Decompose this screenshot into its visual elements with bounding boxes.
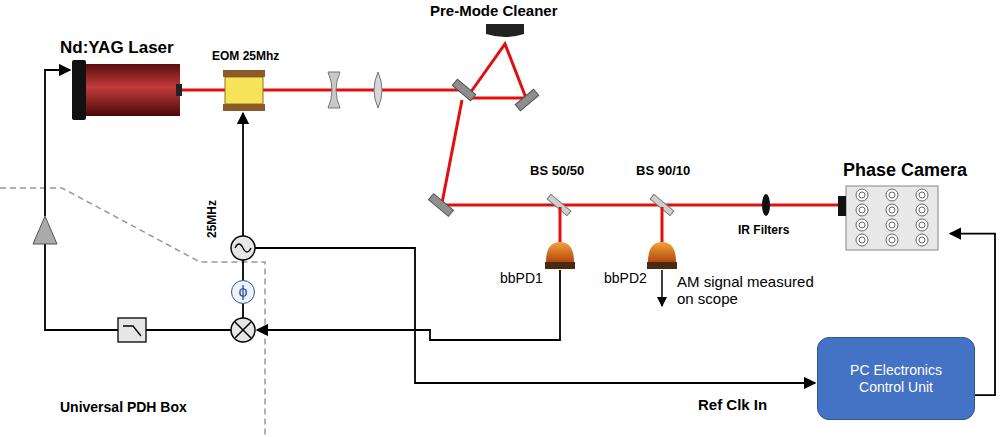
frequency-label: 25MHz: [206, 200, 220, 238]
phase-shifter-circle: ϕ: [231, 280, 255, 304]
detector-label: bbPD1: [500, 270, 543, 286]
detector-label: bbPD2: [604, 270, 647, 286]
splitter-label: BS 50/50: [530, 164, 584, 179]
control-unit-box: PC Electronics Control Unit: [817, 337, 975, 420]
node-label: Universal PDH Box: [60, 399, 187, 415]
eom-label-region: EOM 25Mhz: [212, 50, 292, 70]
note-label: AM signal measured on scope: [677, 273, 827, 308]
splitter-label: BS 90/10: [636, 164, 690, 179]
node-label: Nd:YAG Laser: [60, 38, 200, 58]
node-label: EOM 25Mhz: [212, 50, 292, 64]
signal-label: Ref Clk In: [698, 396, 767, 413]
pdh-box-region: Universal PDH Box ϕ: [0, 188, 265, 437]
pmc-label-region: Pre-Mode Cleaner: [430, 2, 590, 22]
phase-symbol: ϕ: [239, 284, 248, 300]
node-label: Phase Camera: [843, 160, 950, 181]
node-label: PC Electronics Control Unit: [828, 362, 964, 394]
filter-label: IR Filters: [738, 224, 789, 238]
laser-label-region: Nd:YAG Laser: [60, 38, 200, 118]
phase-camera: Phase Camera: [835, 160, 950, 252]
node-label: Pre-Mode Cleaner: [430, 2, 590, 19]
